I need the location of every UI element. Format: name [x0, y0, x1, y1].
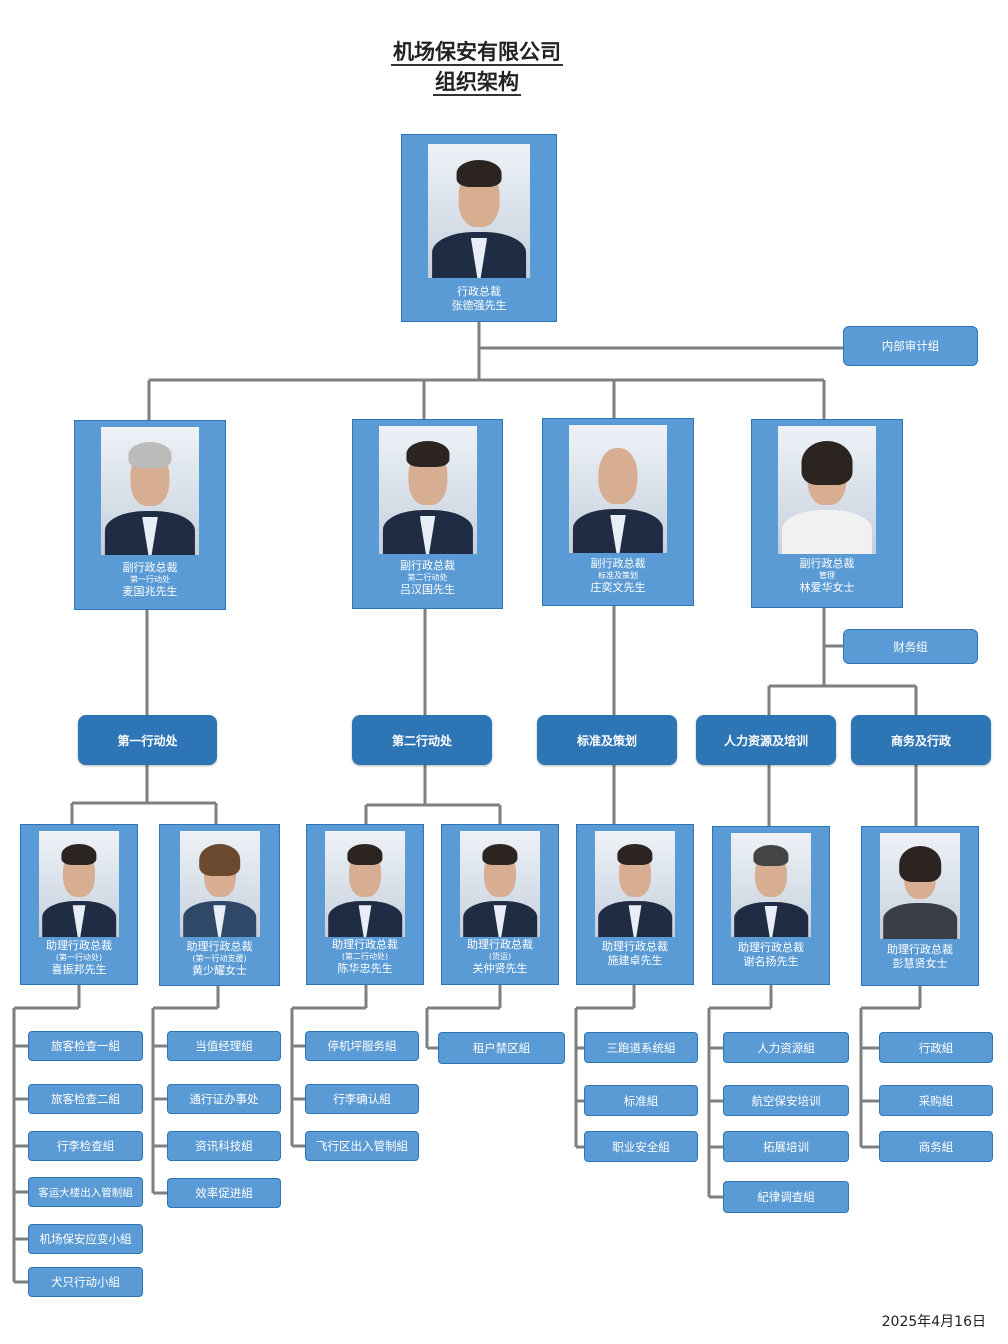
- deputy-division: 标准及策划: [598, 570, 638, 580]
- unit-box: 三跑道系统組: [584, 1032, 698, 1063]
- deputy-name: 麦国兆先生: [122, 584, 178, 598]
- deputy-box: 副行政总裁管理林爱华女士: [751, 419, 903, 608]
- assistant-name: 陈华忠先生: [337, 961, 393, 975]
- unit-box: 职业安全組: [584, 1131, 698, 1162]
- unit-box: 旅客检查二組: [28, 1084, 143, 1114]
- assistant-box: 助理行政总裁彭慧贤女士: [861, 826, 979, 986]
- unit-box: 飞行区出入管制組: [305, 1131, 419, 1161]
- unit-box: 标准組: [584, 1085, 698, 1116]
- assistant-photo: [460, 831, 540, 937]
- unit-box: 航空保安培训: [723, 1085, 849, 1116]
- assistant-name: 谢名扬先生: [743, 954, 799, 968]
- deputy-division: 管理: [819, 570, 835, 580]
- assistant-box: 助理行政总裁(第二行动处)陈华忠先生: [306, 824, 424, 985]
- assistant-photo: [880, 833, 960, 939]
- assistant-box: 助理行政总裁(货运)关仲贤先生: [441, 824, 559, 985]
- date-label: 2025年4月16日: [881, 1314, 986, 1330]
- deputy-name: 庄奕文先生: [590, 580, 646, 594]
- unit-box: 商务組: [879, 1131, 993, 1162]
- assistant-division: (货运): [488, 951, 512, 961]
- unit-box: 资讯科技組: [167, 1131, 281, 1161]
- deputy-photo: [378, 426, 477, 554]
- assistant-division: (第一行动支援): [192, 953, 247, 963]
- ceo-name: 张德强先生: [451, 298, 507, 312]
- assistant-title: 助理行政总裁: [467, 938, 533, 951]
- assistant-photo: [595, 831, 675, 937]
- assistant-title: 助理行政总裁: [332, 938, 398, 951]
- unit-box: 当值经理組: [167, 1031, 281, 1061]
- unit-box: 停机坪服务組: [305, 1031, 419, 1061]
- deputy-title: 副行政总裁: [590, 557, 646, 570]
- unit-box: 租户禁区組: [438, 1032, 565, 1064]
- department-box: 标准及策划: [537, 715, 677, 765]
- department-box: 第一行动处: [78, 715, 217, 765]
- unit-box: 效率促进組: [167, 1178, 281, 1208]
- unit-box: 通行证办事处: [167, 1084, 281, 1114]
- unit-box: 行李检查組: [28, 1131, 143, 1161]
- assistant-title: 助理行政总裁: [887, 943, 953, 956]
- deputy-photo: [569, 425, 667, 553]
- department-box: 商务及行政: [851, 715, 991, 765]
- unit-box: 采购組: [879, 1085, 993, 1116]
- unit-box: 行政組: [879, 1032, 993, 1063]
- assistant-title: 助理行政总裁: [186, 940, 253, 953]
- deputy-title: 副行政总裁: [799, 557, 855, 570]
- assistant-name: 彭慧贤女士: [892, 956, 948, 970]
- unit-box: 客运大楼出入管制組: [28, 1177, 143, 1207]
- assistant-name: 喜振邦先生: [51, 962, 107, 976]
- assistant-photo: [39, 831, 119, 937]
- unit-box: 行李确认組: [305, 1084, 419, 1114]
- unit-box: 旅客检查一組: [28, 1031, 143, 1061]
- deputy-photo: [778, 426, 876, 554]
- deputy-box: 副行政总裁标准及策划庄奕文先生: [542, 418, 694, 606]
- deputy-box: 副行政总裁第一行动处麦国兆先生: [74, 420, 226, 610]
- department-box: 第二行动处: [352, 715, 492, 765]
- assistant-box: 助理行政总裁谢名扬先生: [712, 826, 830, 985]
- assistant-photo: [731, 833, 811, 937]
- assistant-photo: [325, 831, 405, 937]
- unit-box: 机场保安应变小組: [28, 1224, 143, 1254]
- deputy-name: 吕汉国先生: [400, 582, 455, 596]
- unit-box: 紀律调查組: [723, 1181, 849, 1213]
- deputy-box: 副行政总裁第二行动处吕汉国先生: [352, 419, 503, 609]
- deputy-division: 第二行动处: [407, 572, 448, 582]
- chart-title-line1: 机场保安有限公司: [391, 40, 563, 66]
- department-box: 人力资源及培训: [696, 715, 836, 765]
- deputy-title: 副行政总裁: [400, 559, 455, 572]
- unit-box: 人力资源組: [723, 1032, 849, 1063]
- assistant-box: 助理行政总裁施建卓先生: [576, 824, 694, 985]
- finance-unit: 财务组: [843, 629, 978, 664]
- ceo-box: 行政总裁 张德强先生: [401, 134, 557, 322]
- assistant-title: 助理行政总裁: [602, 940, 668, 953]
- assistant-name: 黄少耀女士: [192, 963, 247, 977]
- chart-title-line2: 组织架构: [433, 70, 521, 96]
- assistant-title: 助理行政总裁: [46, 939, 112, 952]
- deputy-title: 副行政总裁: [122, 561, 178, 574]
- assistant-box: 助理行政总裁(第一行动支援)黄少耀女士: [159, 824, 280, 986]
- assistant-name: 关仲贤先生: [472, 961, 528, 975]
- deputy-photo: [101, 427, 199, 555]
- unit-box: 拓展培训: [723, 1131, 849, 1162]
- assistant-box: 助理行政总裁(第一行动处)喜振邦先生: [20, 824, 138, 985]
- assistant-name: 施建卓先生: [607, 953, 663, 967]
- deputy-name: 林爱华女士: [799, 580, 855, 594]
- deputy-division: 第一行动处: [130, 574, 170, 584]
- ceo-photo: [428, 144, 530, 278]
- unit-box: 犬只行动小組: [28, 1267, 143, 1297]
- assistant-division: (第一行动处): [55, 952, 103, 962]
- audit-unit: 内部审计组: [843, 326, 978, 366]
- assistant-photo: [179, 831, 260, 937]
- assistant-division: (第二行动处): [341, 951, 389, 961]
- ceo-title: 行政总裁: [457, 285, 501, 298]
- assistant-title: 助理行政总裁: [738, 941, 804, 954]
